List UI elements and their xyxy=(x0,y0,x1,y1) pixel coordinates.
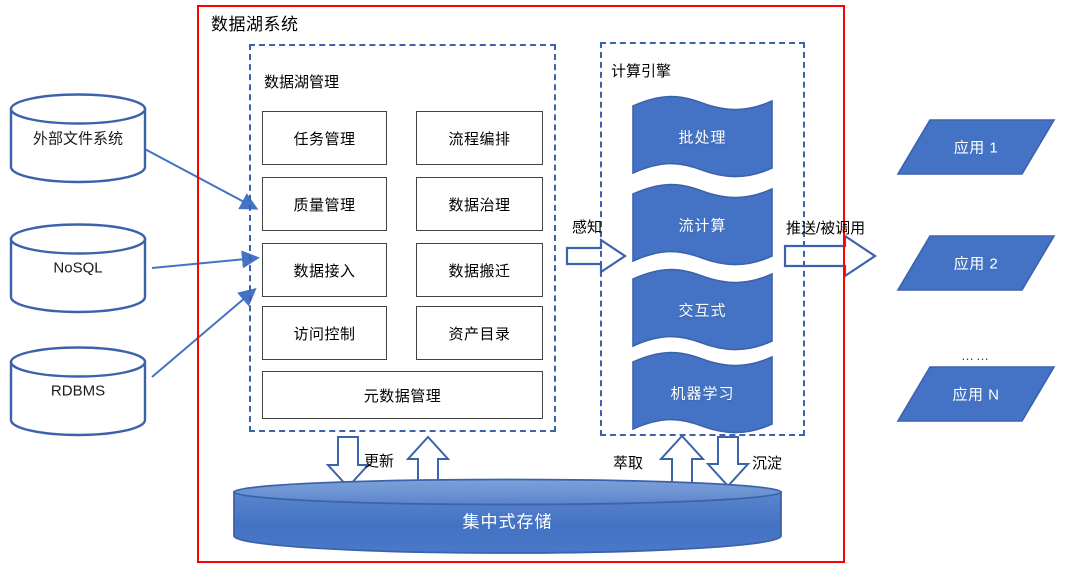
source-external-file-system[interactable]: 外部文件系统 xyxy=(8,92,148,184)
engine-interactive[interactable]: 交互式 xyxy=(630,265,775,355)
module-task-management[interactable]: 任务管理 xyxy=(262,111,387,165)
module-label: 流程编排 xyxy=(448,130,511,148)
application-n[interactable]: 应用 N xyxy=(896,365,1056,423)
module-quality-management[interactable]: 质量管理 xyxy=(262,177,387,231)
source-label: NoSQL xyxy=(53,259,103,277)
module-data-migration[interactable]: 数据搬迁 xyxy=(416,243,543,297)
flow-label-push-invoke: 推送/被调用 xyxy=(786,220,866,237)
application-ellipsis: …… xyxy=(961,348,991,363)
lake-management-title: 数据湖管理 xyxy=(264,74,340,91)
system-boundary xyxy=(197,5,845,563)
engine-label: 流计算 xyxy=(678,217,727,235)
module-asset-catalog[interactable]: 资产目录 xyxy=(416,306,543,360)
application-label: 应用 N xyxy=(952,386,1000,404)
lake-management-panel xyxy=(249,44,556,432)
central-storage-label: 集中式存储 xyxy=(462,512,553,532)
engine-stream-computing[interactable]: 流计算 xyxy=(630,180,775,270)
flow-label-extract: 萃取 xyxy=(613,455,644,472)
module-metadata-management[interactable]: 元数据管理 xyxy=(262,371,543,419)
engine-batch-processing[interactable]: 批处理 xyxy=(630,92,775,182)
module-label: 资产目录 xyxy=(448,325,511,343)
module-label: 质量管理 xyxy=(293,196,356,214)
source-label: RDBMS xyxy=(50,382,106,400)
module-label: 数据接入 xyxy=(293,262,356,280)
engine-label: 批处理 xyxy=(678,129,727,147)
module-process-orchestration[interactable]: 流程编排 xyxy=(416,111,543,165)
application-1[interactable]: 应用 1 xyxy=(896,118,1056,176)
flow-label-update: 更新 xyxy=(364,453,395,470)
compute-engine-panel xyxy=(600,42,805,436)
module-data-governance[interactable]: 数据治理 xyxy=(416,177,543,231)
application-label: 应用 1 xyxy=(953,139,999,157)
application-label: 应用 2 xyxy=(953,255,999,273)
engine-machine-learning[interactable]: 机器学习 xyxy=(630,348,775,438)
source-label: 外部文件系统 xyxy=(32,130,123,148)
module-label: 任务管理 xyxy=(293,130,356,148)
source-rdbms[interactable]: RDBMS xyxy=(8,345,148,437)
module-label: 数据治理 xyxy=(448,196,511,214)
engine-label: 机器学习 xyxy=(670,385,735,403)
central-storage[interactable]: 集中式存储 xyxy=(232,478,783,556)
engine-label: 交互式 xyxy=(678,302,727,320)
module-access-control[interactable]: 访问控制 xyxy=(262,306,387,360)
compute-engine-title: 计算引擎 xyxy=(611,63,672,80)
application-2[interactable]: 应用 2 xyxy=(896,234,1056,292)
module-label: 数据搬迁 xyxy=(448,262,511,280)
module-label: 元数据管理 xyxy=(363,387,442,405)
source-nosql[interactable]: NoSQL xyxy=(8,222,148,314)
module-label: 访问控制 xyxy=(293,325,356,343)
module-data-ingestion[interactable]: 数据接入 xyxy=(262,243,387,297)
flow-label-deposit: 沉淀 xyxy=(752,455,783,472)
flow-label-sense: 感知 xyxy=(572,219,603,236)
system-title: 数据湖系统 xyxy=(211,15,299,34)
